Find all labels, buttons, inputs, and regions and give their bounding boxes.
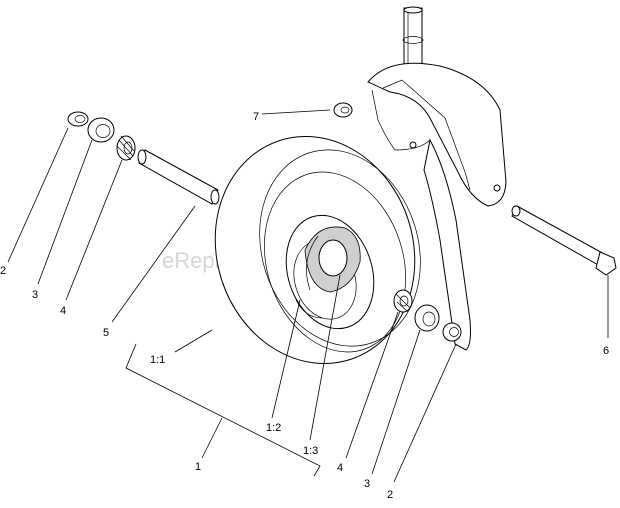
callout-6: 6 <box>603 345 609 357</box>
left-bearing-cone <box>116 135 136 161</box>
left-bearing-cup <box>87 117 115 143</box>
axle-bolt <box>511 205 617 276</box>
callout-5: 5 <box>103 327 109 339</box>
callout-7: 7 <box>253 111 259 123</box>
callout-labels: 2 3 4 5 7 6 1:1 1:2 1:3 1 4 3 2 <box>0 111 609 501</box>
callout-2-left: 2 <box>0 265 6 277</box>
callout-4-right: 4 <box>337 462 343 474</box>
lock-nut <box>333 102 353 118</box>
right-bearing-cup <box>414 304 440 332</box>
caster-fork <box>367 6 507 351</box>
callout-3-left: 3 <box>32 289 38 301</box>
left-seal <box>67 111 89 127</box>
callout-2-right: 2 <box>387 489 393 501</box>
callout-1: 1 <box>195 461 201 473</box>
right-bearing-cone <box>393 289 413 313</box>
callout-1-1: 1:1 <box>150 354 165 366</box>
wheel-assembly <box>214 136 421 364</box>
callout-1-3: 1:3 <box>303 445 318 457</box>
right-seal <box>442 322 462 342</box>
callout-3-right: 3 <box>364 478 370 490</box>
leader-lines <box>7 109 609 483</box>
callout-1-2: 1:2 <box>266 422 281 434</box>
callout-4-left: 4 <box>60 305 66 317</box>
spacer-tube <box>137 149 220 205</box>
